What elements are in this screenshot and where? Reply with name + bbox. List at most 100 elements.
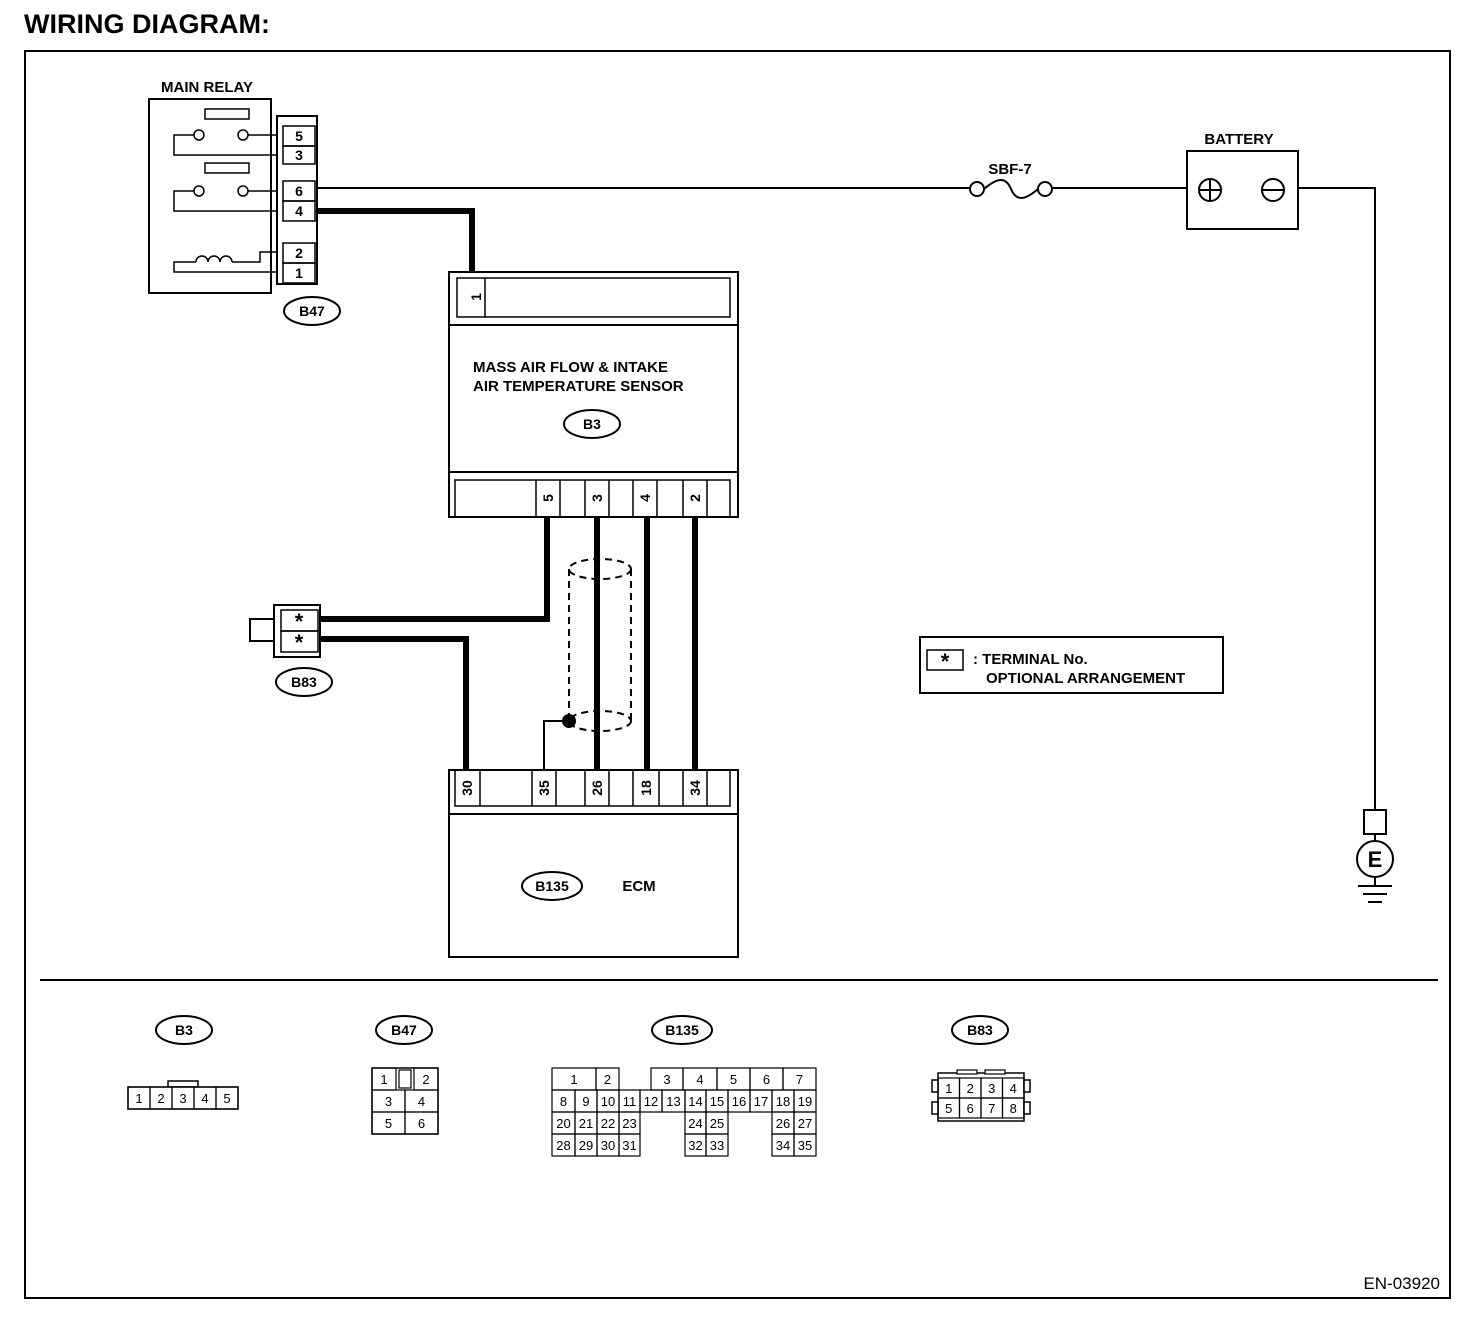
sensor-pin-3: 3 (589, 494, 605, 502)
b47-key-slot (398, 1069, 412, 1089)
mass-air-flow-sensor: 1 MASS AIR FLOW & INTAKE AIR TEMPERATURE… (317, 208, 739, 518)
b135-cell: 2 (604, 1072, 611, 1087)
ground-label: E (1368, 847, 1383, 872)
main-relay: MAIN RELAY 5 3 6 4 2 1 B47 (148, 79, 341, 326)
b135-cell: 21 (579, 1116, 593, 1131)
b135-cell-box (618, 1133, 641, 1157)
b135-cell: 3 (663, 1072, 670, 1087)
relay-coil-icon (195, 255, 233, 263)
main-relay-label: MAIN RELAY (161, 79, 253, 96)
ecm-pin-34: 34 (687, 780, 703, 796)
b47-cell: 5 (385, 1116, 392, 1131)
connector-tag-b83-label: B83 (291, 674, 317, 690)
b135-cell: 29 (579, 1138, 593, 1153)
b135-cell: 8 (560, 1094, 567, 1109)
b83-cell: 7 (988, 1101, 995, 1116)
connector-tag-b83 (275, 667, 333, 697)
connector-tag-b47-label: B47 (299, 303, 325, 319)
b3-cell-box (215, 1086, 239, 1110)
relay-pin-5: 5 (295, 128, 303, 144)
battery-label: BATTERY (1204, 131, 1273, 148)
legend-box: * : TERMINAL No. OPTIONAL ARRANGEMENT (919, 636, 1224, 694)
b135-cell: 6 (763, 1072, 770, 1087)
harness-wires (319, 517, 698, 772)
b83-cell: 3 (988, 1081, 995, 1096)
battery-negative-icon (1261, 178, 1285, 202)
connector-view-b3-tag: B3 (175, 1022, 193, 1038)
b135-cell: 7 (796, 1072, 803, 1087)
b47-cell: 1 (380, 1072, 387, 1087)
legend-symbol: * (941, 649, 950, 674)
b135-cell: 35 (798, 1138, 812, 1153)
b47-cell: 3 (385, 1094, 392, 1109)
b47-cell-box (404, 1111, 439, 1135)
fuse-label: SBF-7 (988, 161, 1031, 178)
b135-cell: 5 (730, 1072, 737, 1087)
b135-cell: 22 (601, 1116, 615, 1131)
b135-cell: 28 (556, 1138, 570, 1153)
b135-cell: 19 (798, 1094, 812, 1109)
b3-cell: 2 (157, 1091, 164, 1106)
sensor-pin-2: 2 (687, 494, 703, 502)
connector-tag-b135-label: B135 (535, 878, 569, 894)
connector-tag-b3-label: B3 (583, 416, 601, 432)
ecm-pin-26: 26 (589, 780, 605, 796)
diagram-frame (24, 50, 1451, 1299)
b135-cell: 32 (688, 1138, 702, 1153)
joint-connector-b83: * * B83 (249, 604, 333, 697)
b135-cell: 11 (623, 1094, 637, 1109)
b83-cell: 5 (945, 1101, 952, 1116)
b135-cell: 18 (776, 1094, 790, 1109)
sensor-top-pin-1: 1 (468, 293, 484, 301)
sensor-label-line1: MASS AIR FLOW & INTAKE (473, 359, 668, 376)
relay-pin-6: 6 (295, 183, 303, 199)
b47-cell: 6 (418, 1116, 425, 1131)
sensor-pin-4: 4 (637, 494, 653, 502)
legend-line2: OPTIONAL ARRANGEMENT (986, 670, 1185, 687)
b135-cell: 25 (710, 1116, 724, 1131)
fuse-icon (969, 179, 1053, 199)
b135-cell: 10 (601, 1094, 615, 1109)
b47-cell: 4 (418, 1094, 425, 1109)
ecm-unit: 30 35 26 18 34 B135 ECM (448, 769, 739, 958)
ecm-pin-30: 30 (459, 780, 475, 796)
b135-cell: 27 (798, 1116, 812, 1131)
page-title: WIRING DIAGRAM: (24, 9, 270, 39)
power-circuit: SBF-7 BATTERY E (317, 131, 1394, 903)
b135-cell: 23 (622, 1116, 636, 1131)
relay-pin-2: 2 (295, 245, 303, 261)
legend-line1: : TERMINAL No. (973, 651, 1088, 668)
b83-cell-box (1001, 1097, 1025, 1119)
b83-cell: 4 (1010, 1081, 1017, 1096)
b135-cell: 14 (688, 1094, 702, 1109)
b135-cell: 30 (601, 1138, 615, 1153)
ecm-pin-35: 35 (536, 780, 552, 796)
connector-tag-b3 (563, 409, 621, 439)
connector-tag-b47 (283, 296, 341, 326)
sensor-pin-5: 5 (540, 494, 556, 502)
relay-pin-1: 1 (295, 265, 303, 281)
b135-cell: 12 (644, 1094, 658, 1109)
connector-tag-b135 (521, 871, 583, 901)
ground-icon (1356, 809, 1394, 903)
b135-cell: 15 (710, 1094, 724, 1109)
connector-view-b135-tag: B135 (665, 1022, 699, 1038)
relay-pin-4: 4 (295, 203, 303, 219)
b135-cell: 33 (710, 1138, 724, 1153)
b83-cell: 8 (1010, 1101, 1017, 1116)
relay-pin-3: 3 (295, 147, 303, 163)
b135-cell: 1 (570, 1072, 577, 1087)
sensor-label-line2: AIR TEMPERATURE SENSOR (473, 378, 684, 395)
b83-pin-lower: * (295, 630, 304, 655)
b135-cell: 9 (582, 1094, 589, 1109)
b135-cell: 17 (754, 1094, 768, 1109)
b135-cell: 13 (666, 1094, 680, 1109)
b83-cell: 6 (967, 1101, 974, 1116)
b135-cell: 16 (732, 1094, 746, 1109)
b135-cell: 24 (688, 1116, 702, 1131)
